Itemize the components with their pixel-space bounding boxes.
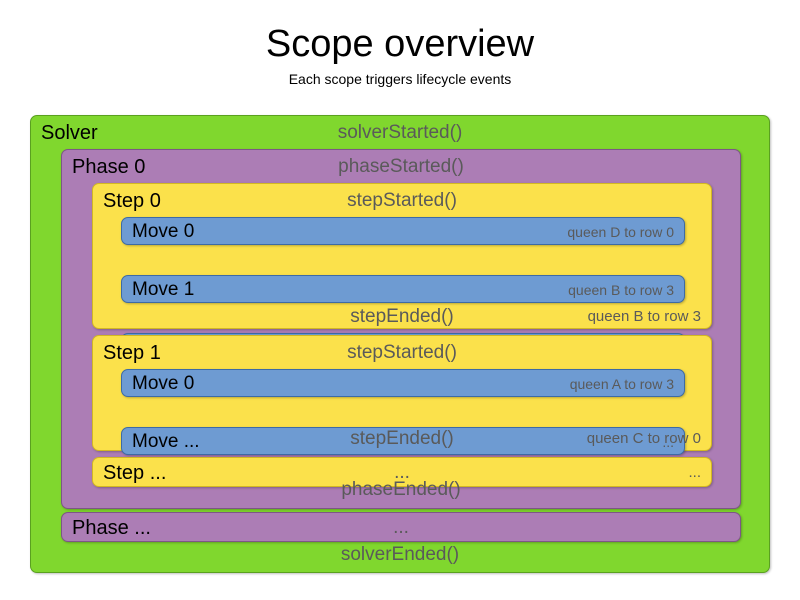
move-detail: queen B to row 3 [568, 282, 674, 298]
solver-footer-row: solverEnded() [31, 540, 769, 570]
move-label: Move 0 [132, 373, 195, 394]
move-detail: queen A to row 3 [569, 376, 674, 392]
move-detail: queen D to row 0 [567, 224, 674, 240]
page-title: Scope overview [265, 23, 535, 65]
step-0-started-event: stepStarted() [347, 190, 457, 211]
phase-ellipsis-event: ... [393, 517, 409, 538]
phase-0-header-row: Phase 0 phaseStarted() [62, 152, 740, 182]
step-0-ended-detail: queen B to row 3 [587, 308, 701, 325]
solver-started-event: solverStarted() [337, 122, 463, 143]
step-0-scope[interactable]: Step 0 stepStarted() Move 0 queen D to r… [92, 183, 712, 361]
page-header: Scope overview Each scope triggers lifec… [0, 0, 800, 88]
solver-scope[interactable]: Solver solverStarted() Phase 0 phaseStar… [30, 115, 770, 573]
phase-0-label: Phase 0 [72, 156, 146, 178]
step-1-started-event: stepStarted() [347, 342, 457, 363]
step-0-header-row: Step 0 stepStarted() [93, 186, 711, 216]
step-ellipsis-detail: ... [688, 464, 701, 481]
phase-0-started-event: phaseStarted() [338, 156, 464, 177]
move-detail: ... [662, 434, 674, 450]
step-1-move-ellipsis[interactable]: Move ... ... [121, 427, 685, 455]
phase-0-scope[interactable]: Phase 0 phaseStarted() Step 0 stepStarte… [61, 149, 741, 509]
phase-ellipsis-label: Phase ... [72, 517, 151, 539]
step-1-scope[interactable]: Step 1 stepStarted() Move 0 queen A to r… [92, 335, 712, 455]
step-0-label: Step 0 [103, 190, 161, 212]
move-label: Move 1 [132, 279, 195, 300]
page-subtitle: Each scope triggers lifecycle events [288, 71, 512, 87]
step-0-move-0[interactable]: Move 0 queen D to row 0 [121, 217, 685, 245]
phase-0-ended-event: phaseEnded() [341, 479, 461, 500]
phase-ellipsis-scope[interactable]: Phase ... ... [61, 512, 741, 542]
solver-ended-event: solverEnded() [340, 544, 460, 565]
step-1-ended-detail: queen C to row 0 [586, 430, 701, 447]
step-ellipsis-label: Step ... [103, 462, 167, 484]
move-label: Move 0 [132, 221, 195, 242]
step-1-move-0[interactable]: Move 0 queen A to row 3 [121, 369, 685, 397]
step-1-label: Step 1 [103, 342, 161, 364]
phase-0-footer-row: phaseEnded() [62, 475, 740, 505]
move-label: Move ... [132, 431, 200, 452]
step-1-footer-row: stepEnded() queen C to row 0 [93, 424, 711, 454]
step-0-move-1[interactable]: Move 1 queen B to row 3 [121, 275, 685, 303]
step-1-header-row: Step 1 stepStarted() [93, 338, 711, 368]
solver-label: Solver [41, 122, 98, 144]
step-0-footer-row: stepEnded() queen B to row 3 [93, 302, 711, 332]
solver-header-row: Solver solverStarted() [31, 118, 769, 148]
